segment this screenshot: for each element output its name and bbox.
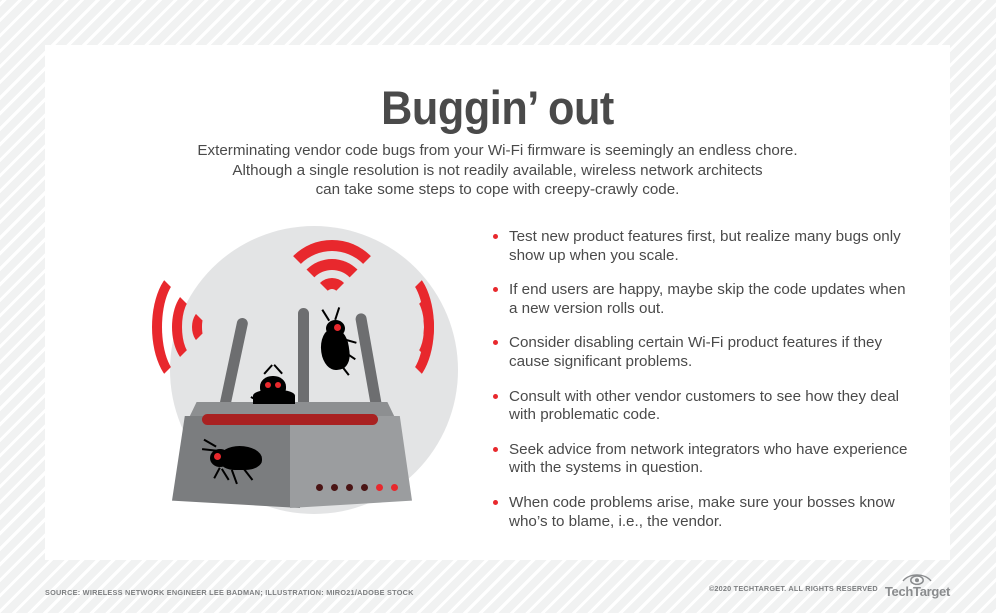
source-credit: SOURCE: WIRELESS NETWORK ENGINEER LEE BA… bbox=[45, 588, 414, 597]
router-led bbox=[331, 484, 338, 491]
router-led-row bbox=[316, 484, 398, 491]
infographic-card: Buggin’ out Exterminating vendor code bu… bbox=[45, 45, 950, 560]
bullet-dot-icon bbox=[493, 340, 498, 346]
subtitle-line-1: Exterminating vendor code bugs from your… bbox=[197, 142, 798, 159]
subtitle: Exterminating vendor code bugs from your… bbox=[145, 141, 850, 200]
signal-waves-left-icon bbox=[152, 268, 222, 386]
bug-center-icon bbox=[248, 364, 300, 404]
router-led bbox=[316, 484, 323, 491]
bullet-dot-icon bbox=[493, 446, 498, 452]
bullet-dot-icon bbox=[493, 499, 498, 505]
tips-list: Test new product features first, but rea… bbox=[493, 228, 913, 547]
list-item: Consult with other vendor customers to s… bbox=[493, 388, 913, 425]
router-antenna-middle bbox=[298, 308, 309, 412]
list-item: Test new product features first, but rea… bbox=[493, 228, 913, 265]
router-led bbox=[376, 484, 383, 491]
techtarget-wordmark: TechTarget bbox=[884, 584, 950, 599]
router-led bbox=[346, 484, 353, 491]
list-item-text: Test new product features first, but rea… bbox=[509, 228, 901, 264]
list-item: Seek advice from network integrators who… bbox=[493, 441, 913, 478]
subtitle-line-2: Although a single resolution is not read… bbox=[232, 161, 763, 179]
router-led bbox=[391, 484, 398, 491]
copyright-text: ©2020 TECHTARGET. ALL RIGHTS RESERVED bbox=[708, 584, 878, 593]
list-item-text: When code problems arise, make sure your… bbox=[509, 493, 895, 530]
list-item-text: Consider disabling certain Wi-Fi product… bbox=[509, 334, 883, 370]
footer-right: ©2020 TECHTARGET. ALL RIGHTS RESERVED Te… bbox=[709, 572, 950, 598]
bullet-dot-icon bbox=[493, 393, 498, 399]
signal-waves-right-icon bbox=[372, 268, 442, 386]
list-item-text: Seek advice from network integrators who… bbox=[509, 440, 908, 477]
bullet-dot-icon bbox=[493, 287, 498, 293]
wifi-signal-icon bbox=[277, 240, 387, 308]
router-red-stripe bbox=[202, 414, 378, 425]
bug-left-icon bbox=[201, 438, 266, 485]
page-title: Buggin’ out bbox=[381, 81, 614, 134]
list-item-text: If end users are happy, maybe skip the c… bbox=[509, 281, 906, 317]
list-item: If end users are happy, maybe skip the c… bbox=[493, 281, 913, 318]
router-illustration bbox=[120, 220, 465, 520]
bullet-dot-icon bbox=[493, 234, 498, 239]
eye-icon bbox=[902, 574, 932, 585]
bug-right-icon bbox=[315, 307, 367, 378]
techtarget-logo: TechTarget bbox=[885, 572, 950, 598]
list-item-text: Consult with other vendor customers to s… bbox=[509, 387, 900, 424]
router-body bbox=[172, 402, 412, 512]
subtitle-line-3: can take some steps to cope with creepy-… bbox=[315, 181, 680, 198]
list-item: When code problems arise, make sure your… bbox=[493, 494, 913, 531]
list-item: Consider disabling certain Wi-Fi product… bbox=[493, 334, 913, 371]
router-right-face bbox=[290, 416, 412, 508]
router-led bbox=[361, 484, 368, 491]
